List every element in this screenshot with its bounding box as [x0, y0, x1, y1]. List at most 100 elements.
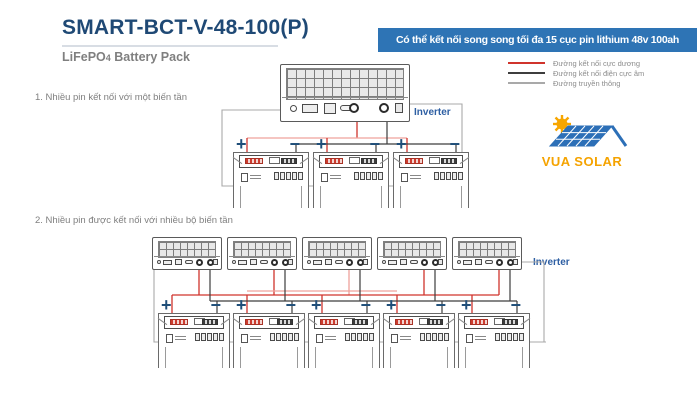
battery-spec-text-icon: [250, 174, 261, 179]
battery-spec-text-icon: [250, 335, 261, 340]
legend-row-negative: Đường kết nối điện cực âm: [508, 68, 644, 78]
battery-front-panel: [237, 331, 301, 345]
connector-port: [282, 333, 287, 341]
battery-connector-row: [270, 333, 299, 341]
connector-port: [286, 172, 291, 180]
inverter-label-section-2: Inverter: [533, 257, 570, 268]
positive-output-port: [349, 103, 359, 113]
io-socket-icon: [313, 260, 322, 265]
section-1-label: 1. Nhiều pin kết nối với một biến tần: [35, 92, 187, 103]
battery-pack: +−: [312, 135, 390, 208]
battery-terminal-strip: [239, 316, 299, 329]
inverter-port-row: [379, 256, 445, 268]
comm-wire-swatch: [508, 82, 545, 84]
page-subtitle: LiFePO4 Battery Pack: [62, 50, 191, 64]
battery-negative-sign: −: [360, 295, 370, 315]
negative-output-port: [379, 103, 389, 113]
positive-terminal-drops-s2: [171, 295, 473, 318]
io-socket-icon: [475, 259, 482, 265]
inverter-unit: [377, 237, 447, 270]
io-socket-icon: [302, 104, 318, 113]
connector-port: [378, 172, 383, 180]
battery-pack: +−: [457, 296, 531, 368]
battery-spec-text-icon: [410, 174, 421, 179]
battery-negative-sign: −: [449, 134, 459, 154]
power-knob-icon: [382, 260, 386, 264]
connector-port: [434, 172, 439, 180]
inverter-vent-grid: [158, 241, 216, 258]
positive-wire-swatch: [508, 62, 545, 64]
battery-side-edge: [465, 347, 466, 368]
connector-port: [280, 172, 285, 180]
positive-output-port: [196, 259, 203, 266]
connector-port: [195, 333, 200, 341]
power-knob-icon: [307, 260, 311, 264]
serial-port-icon: [485, 260, 493, 264]
negative-terminal-block: [427, 319, 443, 325]
connector-port: [501, 333, 506, 341]
terminal-slot: [269, 157, 280, 164]
vua-solar-logo: VUA SOLAR: [524, 114, 640, 169]
battery-side-edge: [320, 186, 321, 208]
battery-negative-sign: −: [510, 295, 520, 315]
connector-port: [207, 333, 212, 341]
battery-spec-text-icon: [330, 174, 341, 179]
inverter-vent-grid: [286, 68, 404, 100]
serial-port-icon: [410, 260, 418, 264]
battery-pack: +−: [382, 296, 456, 368]
io-socket-icon: [163, 260, 172, 265]
breaker-switch-icon: [395, 103, 403, 113]
io-socket-icon: [250, 259, 257, 265]
breaker-switch-icon: [288, 259, 293, 265]
battery-pack: +−: [307, 296, 381, 368]
connector-port: [345, 333, 350, 341]
battery-side-edge: [372, 347, 373, 368]
parallel-capacity-banner: Có thể kết nối song song tối đa 15 cục p…: [378, 28, 697, 52]
battery-side-edge: [301, 186, 302, 208]
inverter-port-row: [154, 256, 220, 268]
inverter-vent-grid: [233, 241, 291, 258]
battery-positive-sign: +: [236, 295, 247, 315]
battery-positive-sign: +: [161, 295, 172, 315]
positive-terminal-block: [170, 319, 188, 325]
inverter-label-section-1: Inverter: [414, 107, 451, 118]
connector-port: [444, 333, 449, 341]
battery-side-edge: [381, 186, 382, 208]
battery-spec-text-icon: [175, 335, 186, 340]
wire-legend: Đường kết nối cực dương Đường kết nối đi…: [508, 58, 644, 88]
positive-terminal-block: [405, 158, 423, 164]
inverter-port-row: [229, 256, 295, 268]
battery-side-edge: [240, 186, 241, 208]
connector-port: [219, 333, 224, 341]
battery-front-panel: [162, 331, 226, 345]
positive-terminal-block: [470, 319, 488, 325]
breaker-switch-icon: [363, 259, 368, 265]
connector-port: [369, 333, 374, 341]
title-divider: [62, 45, 278, 47]
io-socket-icon: [175, 259, 182, 265]
battery-pack: +−: [232, 135, 310, 208]
connector-port: [438, 333, 443, 341]
connector-port: [519, 333, 524, 341]
battery-label-icon: [401, 173, 408, 182]
io-socket-icon: [324, 103, 336, 114]
connector-port: [507, 333, 512, 341]
battery-terminal-strip: [164, 316, 224, 329]
inverter-port-row: [282, 97, 408, 120]
battery-positive-sign: +: [396, 134, 407, 154]
battery-front-panel: [237, 170, 305, 184]
battery-side-edge: [315, 347, 316, 368]
positive-output-port: [421, 259, 428, 266]
breaker-switch-icon: [438, 259, 443, 265]
positive-terminal-block: [395, 319, 413, 325]
inverter-vent-grid: [383, 241, 441, 258]
inverter-unit: [280, 64, 410, 122]
negative-terminal-block: [352, 319, 368, 325]
negative-inverter-drops-s2: [209, 269, 511, 301]
inverter-port-row: [304, 256, 370, 268]
battery-connector-row: [495, 333, 524, 341]
battery-terminal-strip: [389, 316, 449, 329]
battery-side-edge: [461, 186, 462, 208]
positive-terminal-block: [245, 319, 263, 325]
negative-terminal-drops-s2: [216, 301, 518, 318]
